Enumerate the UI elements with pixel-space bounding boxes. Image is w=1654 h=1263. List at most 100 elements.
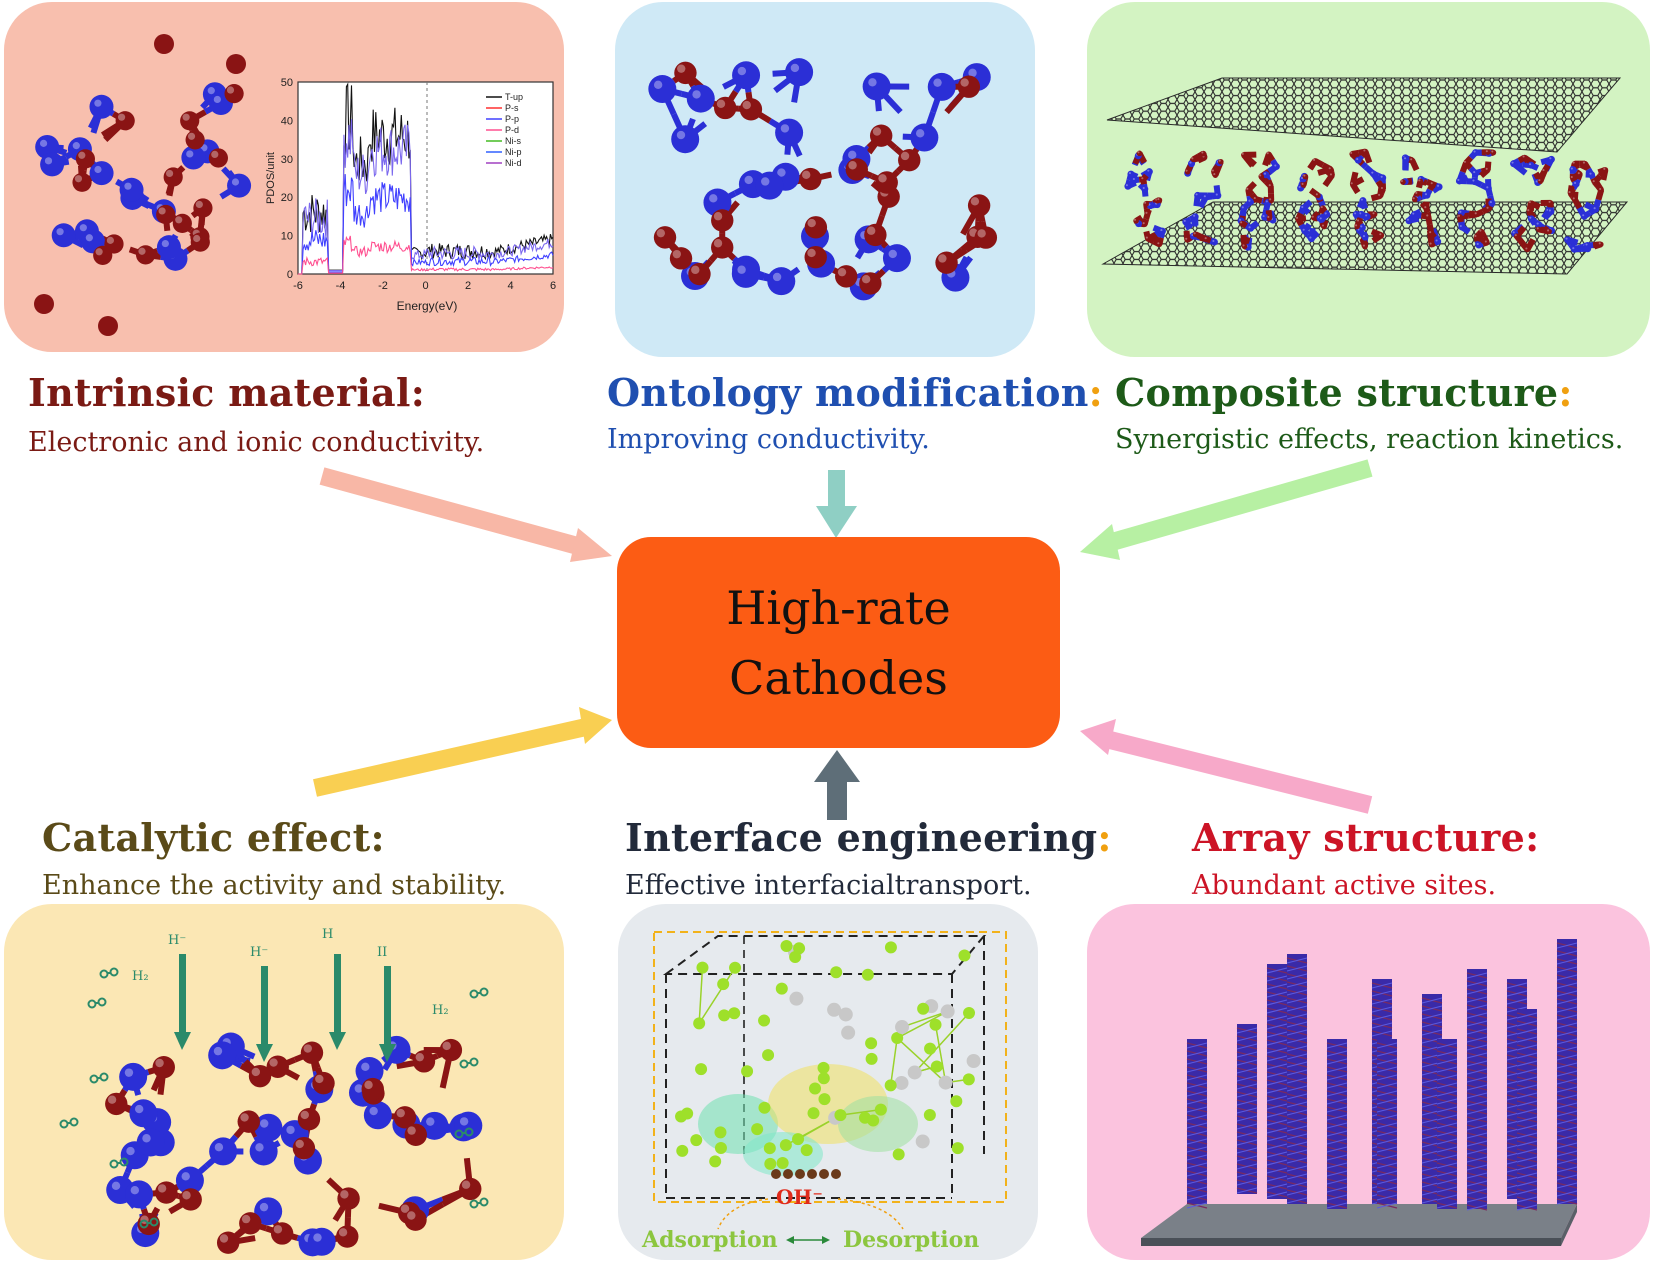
nanowire-stripe: [1266, 1191, 1288, 1198]
nanowire-stripe: [1466, 1092, 1488, 1099]
nanowire-stripe: [1186, 1098, 1208, 1105]
atom-highlight: [1301, 205, 1304, 209]
metal-atom: [1158, 227, 1166, 235]
nanowire-stripe: [1436, 1178, 1458, 1185]
nanowire-stripe: [1266, 1111, 1288, 1118]
gray-atom: [940, 1004, 955, 1019]
green-atom: [793, 942, 806, 955]
nanowire-stripe: [1186, 1058, 1208, 1065]
nonmetal-atom: [312, 1071, 335, 1095]
nanowire-stripe: [1286, 1181, 1308, 1188]
nonmetal-atom: [152, 1056, 175, 1079]
gray-atom: [789, 991, 804, 1006]
array-description: Abundant active sites.: [1192, 870, 1497, 901]
atom-highlight: [848, 150, 857, 160]
atom-highlight: [1589, 172, 1592, 175]
if-bond: [896, 1010, 949, 1039]
nanowire-stripe: [1376, 1178, 1398, 1185]
gray-atom: [894, 1075, 909, 1090]
nanowire: [1557, 939, 1577, 1204]
nonmetal-atom: [1327, 166, 1334, 173]
nonmetal-atom: [845, 158, 868, 181]
nanowire-stripe: [1286, 1037, 1308, 1044]
atom-highlight: [260, 1119, 269, 1128]
nonmetal-atom: [1598, 187, 1604, 193]
metal-atom: [1246, 198, 1254, 206]
nanowire-stripe: [1376, 1050, 1398, 1057]
atom-highlight: [1142, 222, 1145, 225]
atom-highlight: [231, 178, 240, 186]
metal-atom: [1210, 238, 1218, 246]
gray-atom: [966, 1054, 981, 1069]
array-structure-image: [1087, 904, 1650, 1260]
atom-highlight: [1535, 180, 1538, 183]
metal-atom: [927, 72, 956, 101]
metal-atom: [1547, 155, 1555, 163]
nanowire-stripe: [1556, 1094, 1578, 1101]
nanowire-stripe: [1371, 982, 1393, 989]
pdos-xtick: 4: [507, 280, 513, 292]
atom-highlight: [1267, 215, 1270, 219]
green-atom: [717, 978, 730, 991]
metal-atom: [1564, 236, 1572, 244]
nanowire-stripe: [1516, 1092, 1538, 1099]
atom-highlight: [1489, 201, 1492, 204]
atom-highlight: [1549, 157, 1552, 160]
atom-highlight: [158, 207, 166, 215]
arrow-from-interface: [814, 750, 860, 820]
atom-highlight: [900, 151, 910, 161]
atom-highlight: [1360, 225, 1363, 228]
green-atom: [923, 1108, 936, 1121]
nonmetal-atom: [135, 245, 156, 265]
green-atom: [714, 1126, 727, 1139]
nanowire-stripe: [1376, 1130, 1398, 1137]
nanowire-stripe: [1186, 1202, 1208, 1209]
atom-highlight: [461, 1180, 471, 1189]
atom-highlight: [1350, 182, 1353, 185]
pdos-frame: [297, 81, 554, 275]
nanowire-stripe: [1516, 1188, 1538, 1195]
green-atom: [951, 1142, 964, 1155]
nanowire-stripe: [1466, 1004, 1488, 1011]
nanowire-stripe: [1186, 1090, 1208, 1097]
atom-highlight: [968, 68, 977, 78]
green-atom: [728, 1007, 741, 1020]
nanowire-stripe: [1186, 1130, 1208, 1137]
atom-highlight: [117, 113, 126, 121]
atom-highlight: [709, 194, 718, 203]
nonmetal-atom: [1190, 156, 1197, 163]
nonmetal-atom: [404, 1123, 427, 1146]
atom-highlight: [1522, 155, 1525, 158]
nonmetal-atom: [193, 198, 213, 218]
h-atom: [69, 1117, 79, 1127]
nanowire-stripe: [1266, 1007, 1288, 1014]
nanowire-stripe: [1556, 950, 1578, 957]
nanowire-stripe: [1236, 1123, 1258, 1130]
nanowire-stripe: [1286, 997, 1308, 1004]
metal-atom: [1301, 227, 1309, 235]
substrate-top: [1141, 1204, 1577, 1238]
nanowire-stripe: [1186, 1066, 1208, 1073]
atom-highlight: [1548, 209, 1551, 212]
nanowire-stripe: [1266, 1151, 1288, 1158]
nanowire-stripe: [1436, 1050, 1458, 1057]
nanowire-stripe: [1326, 1202, 1348, 1209]
nanowire-stripe: [1236, 1115, 1258, 1122]
nonmetal-atom: [1136, 150, 1143, 157]
nanowire-stripe: [1266, 1047, 1288, 1054]
nonmetal-atom: [336, 1225, 359, 1248]
nonmetal-atom: [224, 84, 244, 104]
atom-highlight: [407, 1211, 416, 1220]
nonmetal-atom: [75, 149, 96, 169]
nanowire-stripe: [1286, 1133, 1308, 1140]
nanowire-rods: [1186, 939, 1578, 1211]
nonmetal-atom: [688, 262, 711, 286]
green-atom: [817, 1072, 830, 1085]
atom-highlight: [1582, 214, 1585, 217]
green-atom: [695, 1063, 708, 1076]
green-atom: [962, 1073, 975, 1086]
nanowire-stripe: [1436, 1042, 1458, 1049]
nanowire-stripe: [1326, 1138, 1348, 1145]
nonmetal-atom: [1417, 178, 1424, 185]
atom-highlight: [1350, 151, 1353, 154]
